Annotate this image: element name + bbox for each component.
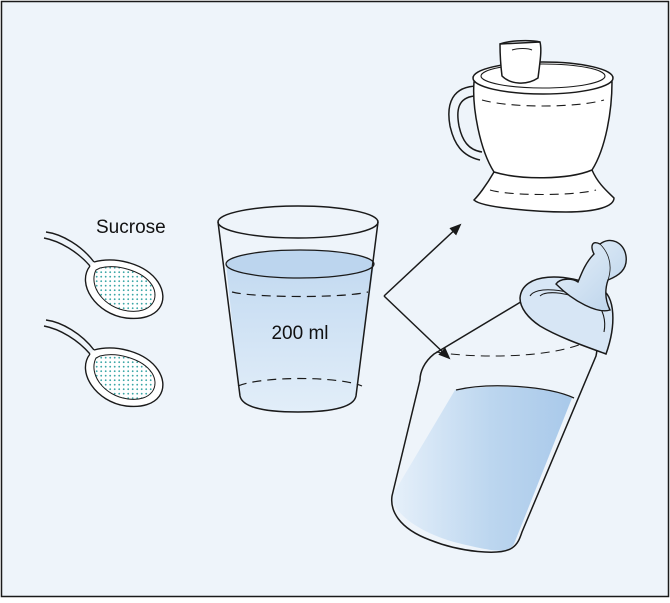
volume-label: 200 ml bbox=[271, 323, 328, 344]
sugar-label: Sucrose bbox=[96, 217, 166, 238]
